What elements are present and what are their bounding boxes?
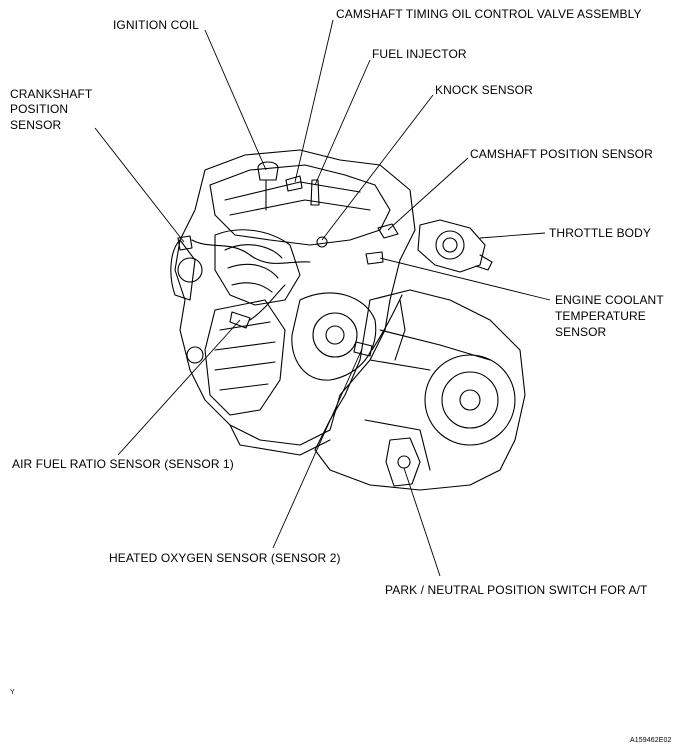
ignition-coil <box>257 161 279 181</box>
throttle-body <box>417 219 486 273</box>
label-fuel-injector: FUEL INJECTOR <box>372 47 467 61</box>
leader-throttle-body <box>479 232 546 239</box>
exhaust-manifold <box>204 299 286 416</box>
label-camshaft-timing-valve: CAMSHAFT TIMING OIL CONTROL VALVE ASSEMB… <box>336 7 642 21</box>
leader-af-sensor <box>117 319 241 456</box>
figure-code: A159462E02 <box>630 737 672 744</box>
label-crankshaft-sensor-3: SENSOR <box>10 118 62 132</box>
label-throttle-body: THROTTLE BODY <box>549 226 651 240</box>
transmission-housing <box>314 289 526 491</box>
label-knock-sensor: KNOCK SENSOR <box>435 83 533 97</box>
label-ignition-coil: IGNITION COIL <box>113 18 199 32</box>
label-park-neutral-switch: PARK / NEUTRAL POSITION SWITCH FOR A/T <box>385 583 648 597</box>
label-crankshaft-sensor-2: POSITION <box>10 102 69 116</box>
label-crankshaft-sensor-1: CRANKSHAFT <box>10 87 93 101</box>
leader-crankshaft-sensor <box>94 127 185 243</box>
label-coolant-sensor-1: ENGINE COOLANT <box>555 293 664 307</box>
label-af-sensor: AIR FUEL RATIO SENSOR (SENSOR 1) <box>12 457 234 471</box>
label-camshaft-position-sensor: CAMSHAFT POSITION SENSOR <box>470 147 653 161</box>
leader-park-neutral <box>403 467 441 577</box>
valve-cover <box>209 164 391 246</box>
intake-manifold <box>214 229 301 306</box>
leader-fuel-injector <box>314 59 371 186</box>
corner-mark: Y <box>10 689 15 696</box>
label-coolant-sensor-2: TEMPERATURE <box>555 309 646 323</box>
leader-coolant-sensor <box>379 257 551 301</box>
leader-camshaft-timing-valve <box>294 19 334 183</box>
park-neutral-switch <box>385 437 421 487</box>
label-o2-sensor: HEATED OXYGEN SENSOR (SENSOR 2) <box>109 551 341 565</box>
leader-ignition-coil <box>204 29 267 171</box>
leader-camshaft-position <box>387 157 469 231</box>
leader-o2-sensor <box>272 348 363 549</box>
timing-cover <box>170 239 196 301</box>
leader-knock-sensor <box>321 94 434 241</box>
label-coolant-sensor-3: SENSOR <box>555 325 607 339</box>
